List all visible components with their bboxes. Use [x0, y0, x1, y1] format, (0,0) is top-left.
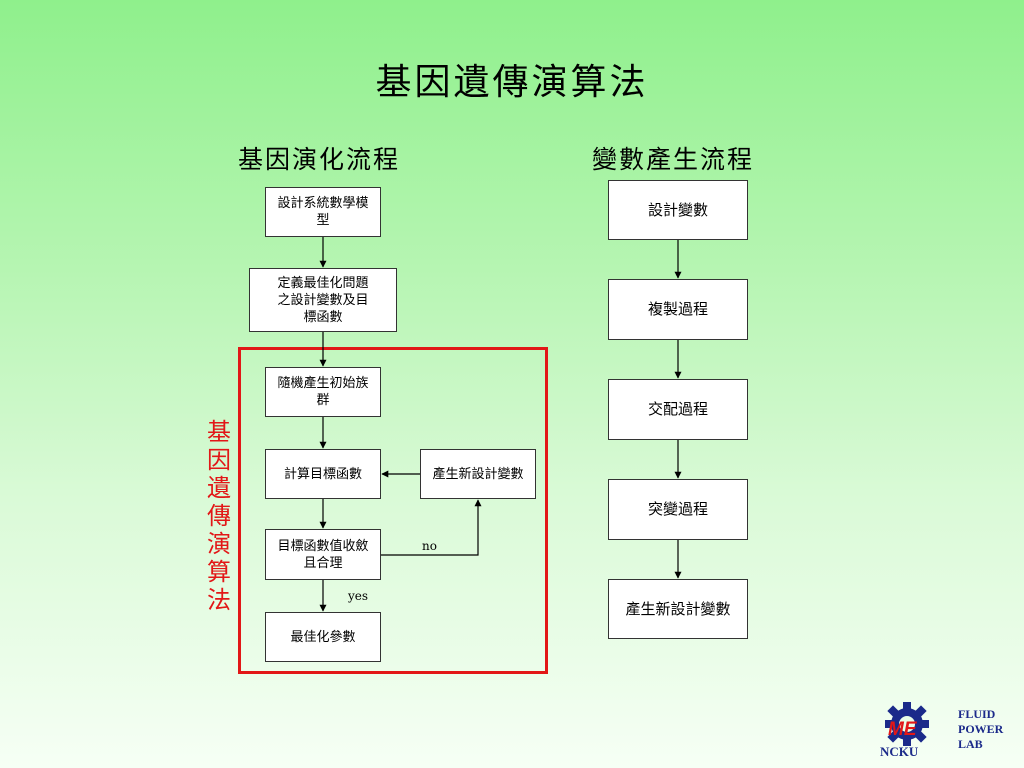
right-flow-heading: 變數產生流程 — [592, 145, 755, 174]
box-compute-objective: 計算目標函數 — [265, 449, 381, 499]
edge-label-yes: yes — [348, 589, 369, 603]
svg-text:ME: ME — [888, 719, 918, 740]
edge-label-no: no — [422, 539, 437, 553]
box-convergence-check: 目標函數值收斂 且合理 — [265, 529, 381, 580]
lab-name: FLUID POWER LAB — [958, 707, 1004, 751]
ga-loop-frame — [238, 347, 548, 674]
ncku-me-logo-icon: ME — [885, 702, 929, 746]
box-define-problem: 定義最佳化問題 之設計變數及目 標函數 — [249, 268, 397, 332]
box-new-variables: 產生新設計變數 — [420, 449, 536, 499]
box-init-population: 隨機產生初始族 群 — [265, 367, 381, 417]
step-mutation: 突變過程 — [608, 479, 748, 540]
arrow-check-to-newvar — [381, 499, 482, 556]
step-design-variables: 設計變數 — [608, 180, 748, 240]
step-reproduction: 複製過程 — [608, 279, 748, 340]
page-title: 基因遺傳演算法 — [375, 62, 649, 103]
step-new-variables: 產生新設計變數 — [608, 579, 748, 639]
university-mark: NCKU — [880, 744, 919, 759]
ga-frame-label: 基 因 遺 傳 演 算 法 — [207, 418, 231, 614]
left-flow-heading: 基因演化流程 — [238, 145, 401, 174]
box-optimal-parameters: 最佳化參數 — [265, 612, 381, 662]
step-crossover: 交配過程 — [608, 379, 748, 440]
box-design-model: 設計系統數學模 型 — [265, 187, 381, 237]
